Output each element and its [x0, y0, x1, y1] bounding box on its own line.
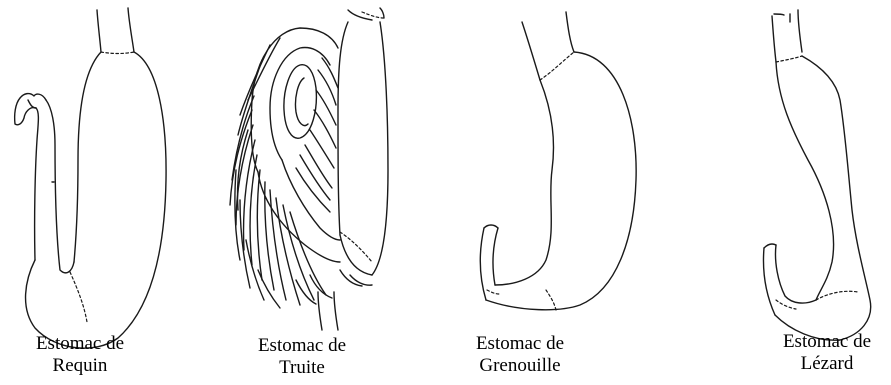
shark-caption-line2: Requin [10, 355, 150, 377]
trout-caption-line1: Estomac de [232, 335, 372, 357]
lizard-caption: Estomac de Lézard [762, 331, 891, 375]
frog-caption-line2: Grenouille [445, 355, 595, 377]
lizard-caption-line2: Lézard [762, 353, 891, 375]
trout-caption-line2: Truite [232, 357, 372, 379]
lizard-caption-line1: Estomac de [762, 331, 891, 353]
frog-stomach-drawing [480, 12, 636, 310]
shark-stomach-drawing [15, 8, 166, 348]
trout-caption: Estomac de Truite [232, 335, 372, 379]
shark-caption: Estomac de Requin [10, 333, 150, 377]
lizard-stomach-drawing [763, 10, 870, 340]
frog-caption: Estomac de Grenouille [445, 333, 595, 377]
trout-stomach-drawing [230, 8, 388, 330]
frog-caption-line1: Estomac de [445, 333, 595, 355]
shark-caption-line1: Estomac de [10, 333, 150, 355]
